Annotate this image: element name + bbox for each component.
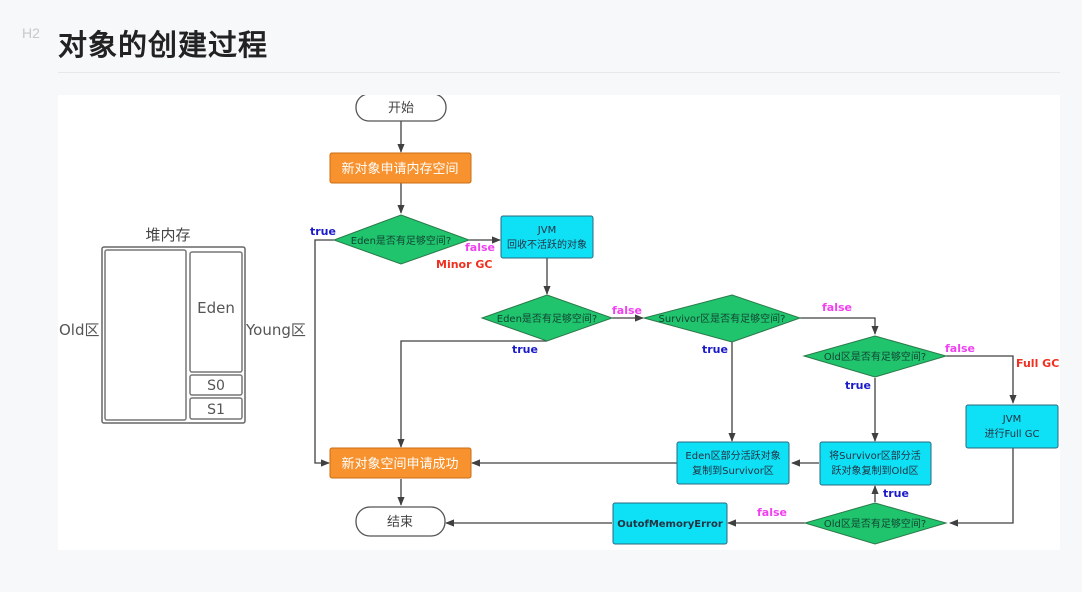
label-true-old-2: true xyxy=(883,487,909,500)
jvm-full-gc-line-2: 进行Full GC xyxy=(984,427,1039,440)
eden-check-2-label: Eden是否有足够空间? xyxy=(497,312,597,325)
young-region-label: Young区 xyxy=(245,321,306,339)
eden-label: Eden xyxy=(197,299,235,317)
edge-old-check-false xyxy=(946,355,1017,404)
end-label: 结束 xyxy=(387,515,413,530)
node-survivor-check: Survivor区是否有足够空间? xyxy=(642,294,802,343)
node-request-memory: 新对象申请内存空间 xyxy=(329,152,472,184)
node-end: 结束 xyxy=(355,506,446,537)
label-false-eden-1: false xyxy=(465,241,495,254)
edge-eden-check-true xyxy=(314,239,334,467)
page-title: 对象的创建过程 xyxy=(58,28,269,62)
jvm-full-gc-line-1: JVM xyxy=(1002,414,1021,425)
request-memory-label: 新对象申请内存空间 xyxy=(341,161,458,177)
survivor-check-label: Survivor区是否有足够空间? xyxy=(659,312,786,325)
old-check-2-label: Old区是否有足够空间? xyxy=(824,517,926,530)
copy-to-old-line-1: 将Survivor区部分活 xyxy=(829,449,921,462)
eden-region-box xyxy=(189,251,243,373)
node-eden-check-2: Eden是否有足够空间? xyxy=(480,294,614,342)
node-jvm-full-gc: JVM 进行Full GC xyxy=(965,404,1059,449)
old-check-1-label: Old区是否有足够空间? xyxy=(824,350,926,363)
edge-labels: true false Minor GC false true true fals… xyxy=(310,225,1059,519)
old-region-label: Old区 xyxy=(59,321,100,339)
heading-level-tag: H2 xyxy=(22,25,40,41)
heap-title: 堆内存 xyxy=(145,226,190,244)
copy-to-survivor-line-1: Eden区部分活跃对象 xyxy=(685,449,780,462)
node-copy-to-old: 将Survivor区部分活 跃对象复制到Old区 xyxy=(819,441,932,486)
node-oom: OutofMemoryError xyxy=(612,502,728,545)
label-false-old-1: false xyxy=(945,342,975,355)
flowchart: 堆内存 Eden S0 S1 Old区 Young区 开始 xyxy=(59,95,1059,545)
node-eden-check-1: Eden是否有足够空间? xyxy=(332,214,471,265)
node-start: 开始 xyxy=(355,95,447,122)
label-full-gc: Full GC xyxy=(1016,357,1059,370)
copy-to-survivor-line-2: 复制到Survivor区 xyxy=(692,464,774,477)
label-true-survivor: true xyxy=(702,343,728,356)
title-divider xyxy=(58,72,1060,73)
edge-fullgc-to-old-check-2 xyxy=(949,448,1014,527)
jvm-gc-line-1: JVM xyxy=(537,225,556,236)
node-success: 新对象空间申请成功 xyxy=(329,447,472,479)
oom-label: OutofMemoryError xyxy=(617,519,723,530)
edge-survivor-check-false xyxy=(800,317,879,335)
s1-label: S1 xyxy=(207,402,225,418)
s0-label: S0 xyxy=(207,378,225,394)
label-false-survivor: false xyxy=(822,301,852,314)
success-label: 新对象空间申请成功 xyxy=(341,456,458,472)
node-jvm-minor-gc: JVM 回收不活跃的对象 xyxy=(500,215,594,259)
old-region-box xyxy=(104,249,187,421)
label-minor-gc: Minor GC xyxy=(436,258,492,271)
label-false-old-2: false xyxy=(757,506,787,519)
label-true-eden-2: true xyxy=(512,343,538,356)
node-old-check-2: Old区是否有足够空间? xyxy=(803,502,948,545)
s1-region-box xyxy=(189,397,243,420)
node-old-check-1: Old区是否有足够空间? xyxy=(802,335,948,378)
node-copy-to-survivor: Eden区部分活跃对象 复制到Survivor区 xyxy=(676,441,790,485)
copy-to-old-line-2: 跃对象复制到Old区 xyxy=(832,464,919,477)
s0-region-box xyxy=(189,374,243,396)
edge-eden-check-2-true xyxy=(397,340,547,448)
diagram-canvas: 堆内存 Eden S0 S1 Old区 Young区 开始 xyxy=(58,95,1060,550)
eden-check-1-label: Eden是否有足够空间? xyxy=(351,234,451,247)
heap-memory-diagram: 堆内存 Eden S0 S1 Old区 Young区 xyxy=(59,226,306,424)
label-true-old-1: true xyxy=(845,379,871,392)
label-false-eden-2: false xyxy=(612,304,642,317)
connectors xyxy=(314,121,1017,527)
label-true-eden-1: true xyxy=(310,225,336,238)
start-label: 开始 xyxy=(388,101,414,116)
heap-outer-box xyxy=(101,246,246,424)
jvm-gc-line-2: 回收不活跃的对象 xyxy=(507,238,587,251)
